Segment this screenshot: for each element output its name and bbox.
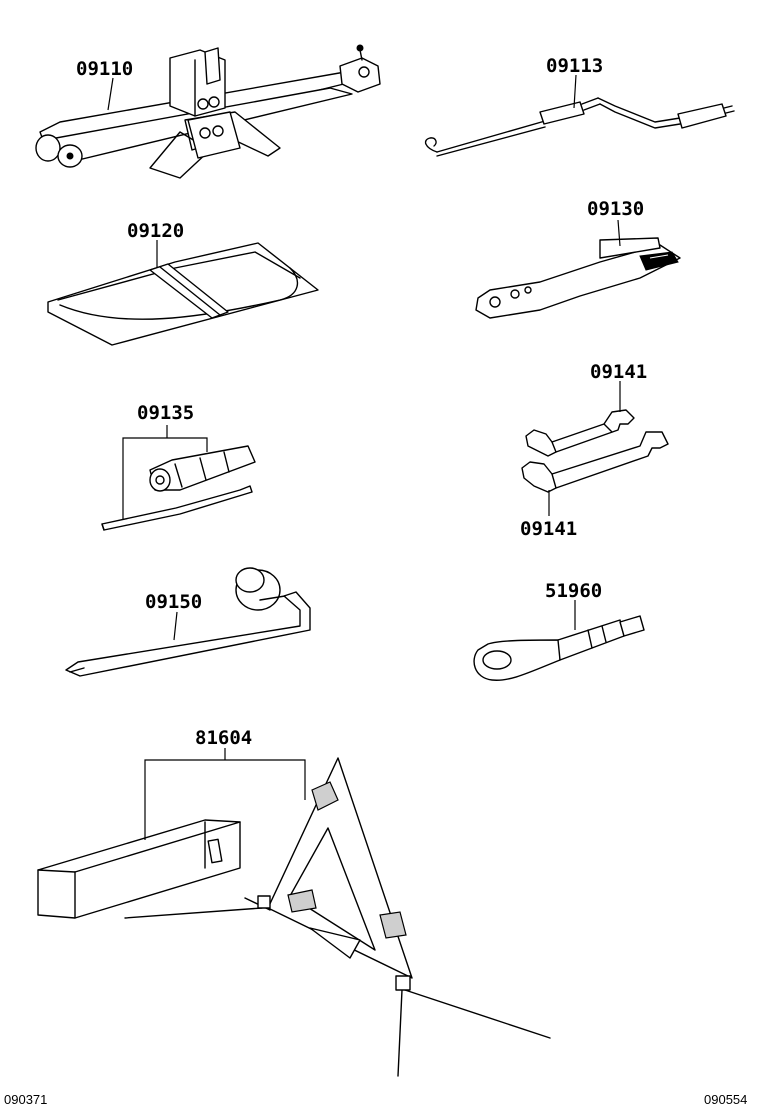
part-label-towing-eye: 51960 [545,580,602,602]
jack-handle-illustration [424,97,735,157]
footer-code-left: 090371 [4,1092,47,1107]
towing-eye-illustration [473,615,645,681]
screwdriver-illustration [101,445,256,531]
part-label-wheel-nut-wrench: 09150 [145,591,202,613]
part-label-screwdriver: 09135 [137,402,194,424]
pliers-leader [617,219,621,247]
tool-bag-illustration [47,242,319,346]
part-label-jack: 09110 [76,58,133,80]
warning-triangle-illustration [124,757,551,1077]
part-label-wrench-lower: 09141 [520,518,577,540]
wheel-nut-wrench-leader [173,611,178,641]
footer-code-right: 090554 [704,1092,747,1107]
part-label-wrench-upper: 09141 [590,361,647,383]
part-label-pliers: 09130 [587,198,644,220]
jack-illustration [35,44,381,179]
warning-triangle-case-illustration [37,819,241,919]
jack-handle-leader [573,74,577,109]
part-label-tool-bag: 09120 [127,220,184,242]
screwdriver-leader [122,437,208,520]
wrench-upper-illustration [525,409,635,457]
part-label-jack-handle: 09113 [546,55,603,77]
part-label-warning-triangle: 81604 [195,727,252,749]
pliers-illustration [475,237,681,319]
jack-leader [107,77,114,111]
wrench-lower-illustration [521,431,669,493]
wheel-nut-wrench-illustration [65,567,311,677]
